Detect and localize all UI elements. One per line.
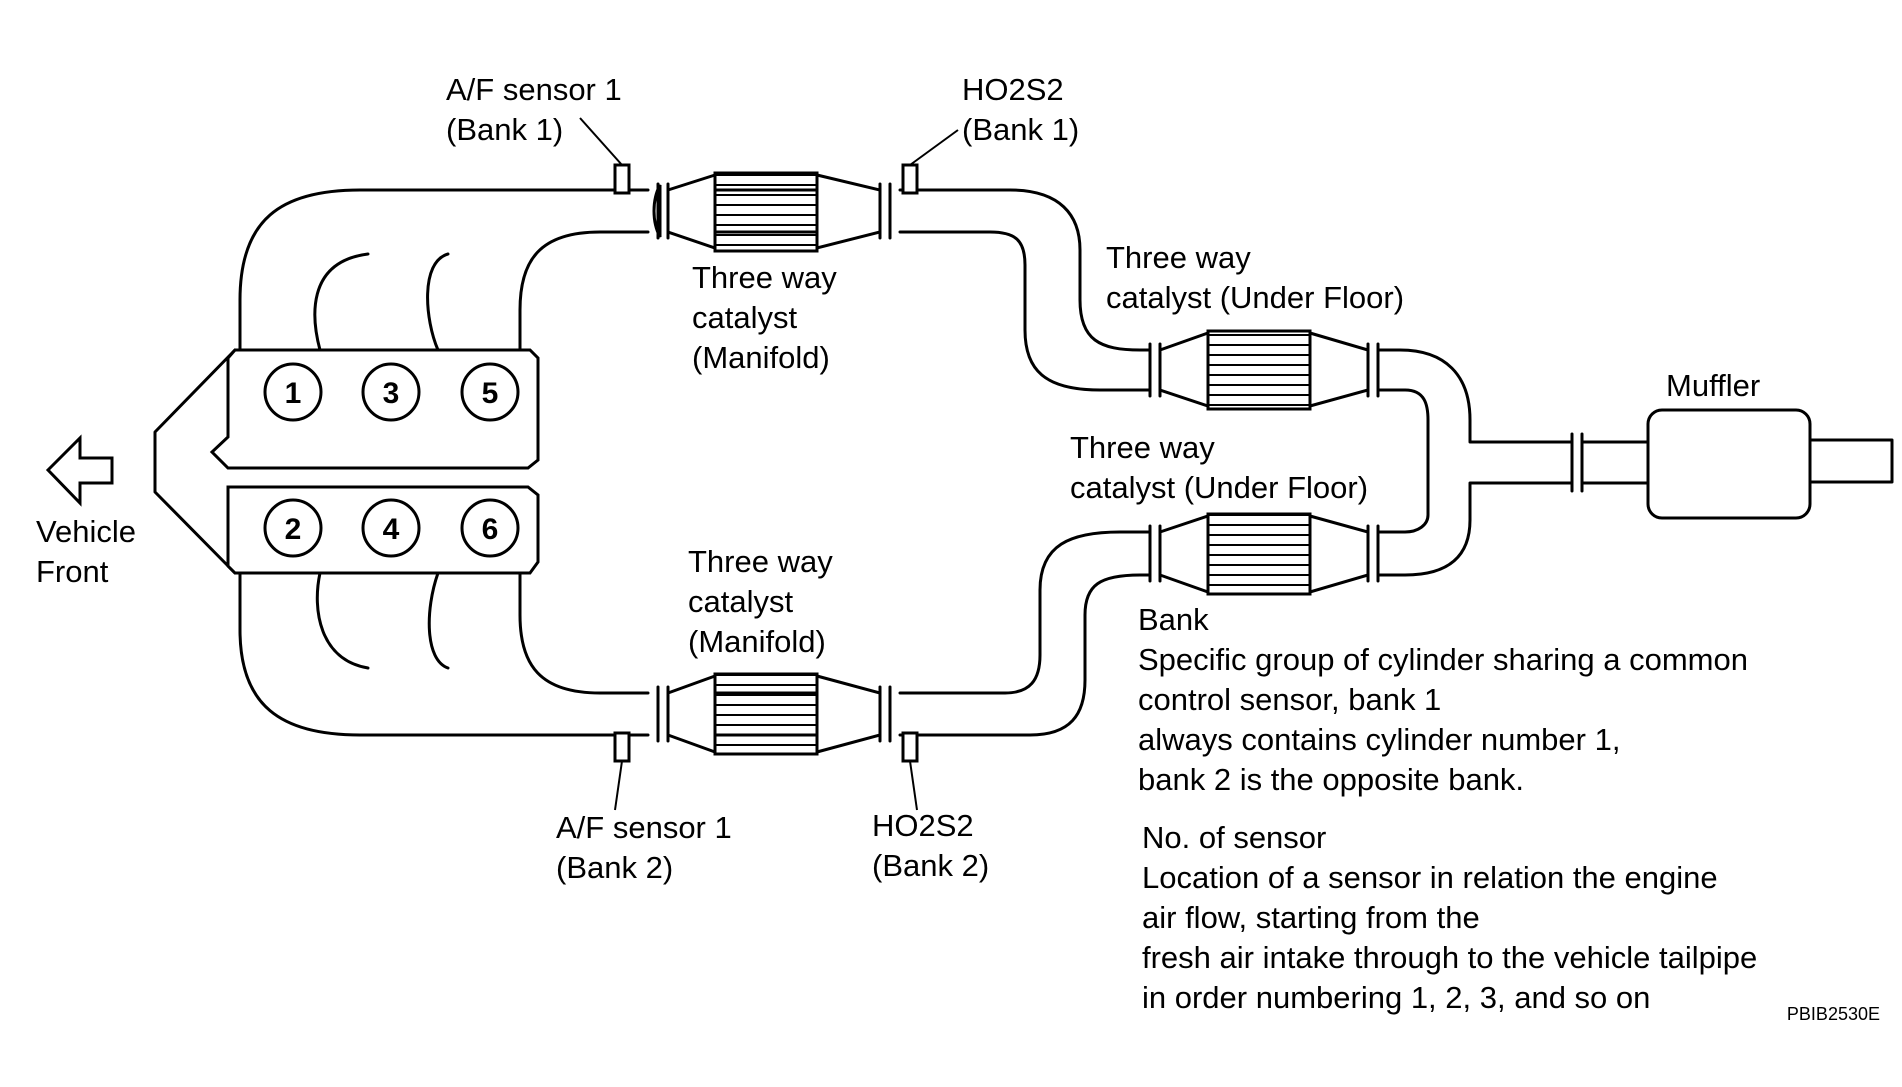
catalyst-underfloor-bank1-label: catalyst (Under Floor) (1106, 280, 1404, 315)
y-pipe-and-tailpipe (1376, 348, 1650, 577)
cylinder-number: 4 (383, 513, 400, 546)
catalyst-underfloor-bank1 (1148, 329, 1380, 411)
catalyst-manifold-bank1-label: (Manifold) (692, 340, 830, 375)
af-sensor-bank2-label: (Bank 2) (556, 850, 673, 885)
sensor-note-line: Location of a sensor in relation the eng… (1142, 860, 1718, 895)
bank-note-line: Specific group of cylinder sharing a com… (1138, 642, 1748, 677)
cylinder-number: 1 (285, 377, 302, 410)
af-sensor-bank2 (613, 731, 631, 811)
bank-note-line: always contains cylinder number 1, (1138, 722, 1620, 757)
sensor-note-line: air flow, starting from the (1142, 900, 1480, 935)
catalyst-manifold-bank1 (652, 171, 892, 253)
ho2s2-bank2-label: HO2S2 (872, 808, 974, 843)
ho2s2-sensor-bank2 (901, 731, 919, 811)
af-sensor-bank1 (579, 117, 631, 195)
catalyst-manifold-bank1-label: Three way (692, 260, 837, 295)
sensor-note-line: fresh air intake through to the vehicle … (1142, 940, 1757, 975)
bank-note-line: bank 2 is the opposite bank. (1138, 762, 1524, 797)
sensor-number-note: No. of sensor Location of a sensor in re… (1142, 820, 1757, 1015)
catalyst-manifold-bank2-label: (Manifold) (688, 624, 826, 659)
catalyst-underfloor-bank2 (1148, 512, 1380, 596)
labels: A/F sensor 1 (Bank 1) HO2S2 (Bank 1) Thr… (36, 72, 1760, 885)
sensor-note-title: No. of sensor (1142, 820, 1326, 855)
catalyst-underfloor-bank2-label: catalyst (Under Floor) (1070, 470, 1368, 505)
bank-note-line: control sensor, bank 1 (1138, 682, 1441, 717)
af-sensor-bank1-label: (Bank 1) (446, 112, 563, 147)
vehicle-front-label: Front (36, 554, 109, 589)
arrow-left-outline-icon (45, 434, 114, 507)
exhaust-manifold-runners (313, 252, 450, 670)
af-sensor-bank1-label: A/F sensor 1 (446, 72, 622, 107)
muffler (1646, 408, 1894, 520)
catalyst-manifold-bank1-label: catalyst (692, 300, 797, 335)
cylinders-bank2: 2 4 6 (263, 498, 520, 558)
cylinder-number: 2 (285, 513, 302, 546)
cylinder-number: 6 (482, 513, 499, 546)
af-sensor-bank2-label: A/F sensor 1 (556, 810, 732, 845)
cylinders-bank1: 1 3 5 (263, 362, 520, 422)
bank-note-title: Bank (1138, 602, 1209, 637)
figure-code: PBIB2530E (1787, 1004, 1880, 1024)
cylinder-number: 3 (383, 377, 400, 410)
sensor-note-line: in order numbering 1, 2, 3, and so on (1142, 980, 1650, 1015)
catalyst-manifold-bank2 (656, 672, 892, 756)
cylinder-number: 5 (482, 377, 499, 410)
catalyst-manifold-bank2-label: Three way (688, 544, 833, 579)
bank-definition-note: Bank Specific group of cylinder sharing … (1138, 602, 1748, 797)
muffler-label: Muffler (1666, 368, 1760, 403)
catalyst-manifold-bank2-label: catalyst (688, 584, 793, 619)
ho2s2-bank1-label: (Bank 1) (962, 112, 1079, 147)
ho2s2-bank1-label: HO2S2 (962, 72, 1064, 107)
vehicle-front-label: Vehicle (36, 514, 136, 549)
catalyst-underfloor-bank2-label: Three way (1070, 430, 1215, 465)
catalyst-underfloor-bank1-label: Three way (1106, 240, 1251, 275)
ho2s2-bank2-label: (Bank 2) (872, 848, 989, 883)
ho2s2-sensor-bank1 (901, 129, 959, 195)
